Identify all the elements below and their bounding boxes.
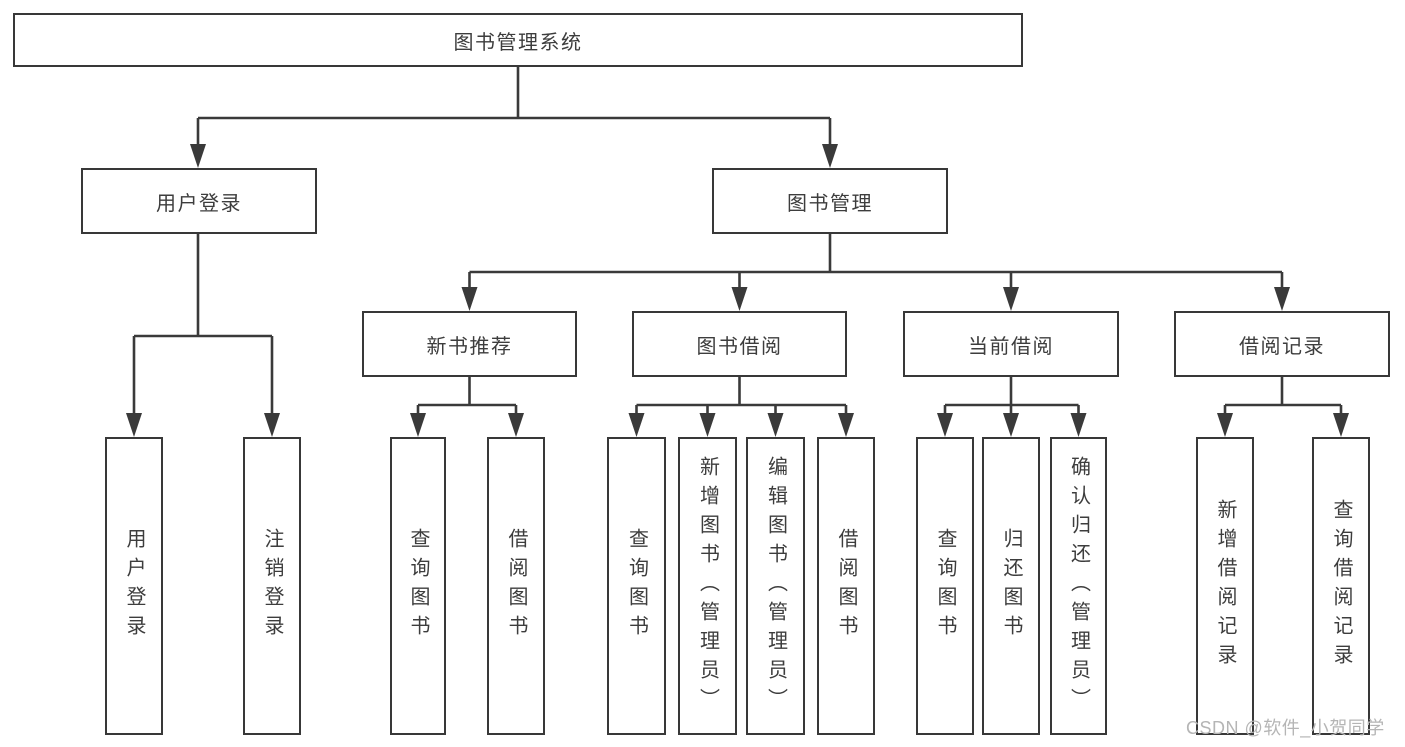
csdn-watermark: CSDN @软件_小贺同学 — [1186, 718, 1385, 738]
leaf-newbook-borrow-books: 借阅图书 — [487, 437, 545, 735]
leaf-borrow-query-books: 查询图书 — [607, 437, 666, 735]
arrow-down-icon — [1003, 287, 1019, 311]
arrow-down-icon — [838, 413, 854, 437]
arrow-down-icon — [508, 413, 524, 437]
arrow-down-icon — [699, 413, 716, 437]
arrow-down-icon — [264, 413, 280, 437]
leaf-newbook-query-books: 查询图书 — [390, 437, 446, 735]
arrow-down-icon — [410, 413, 426, 437]
arrow-down-icon — [461, 287, 478, 311]
arrow-down-icon — [767, 413, 784, 437]
leaf-borrow-edit-books-admin: 编辑图书（管理员） — [746, 437, 805, 735]
leaf-current-confirm-return-admin: 确认归还（管理员） — [1050, 437, 1107, 735]
connector-currentborrow-to-leaves — [937, 377, 1087, 437]
arrow-down-icon — [731, 287, 748, 311]
connector-root-to-level2 — [190, 67, 838, 168]
arrow-down-icon — [190, 144, 206, 168]
connector-bookborrow-to-leaves — [628, 377, 854, 437]
leaf-borrow-add-books-admin: 新增图书（管理员） — [678, 437, 737, 735]
node-root: 图书管理系统 — [13, 13, 1023, 67]
connector-bookmgmt-to-level3 — [461, 234, 1290, 311]
connector-userlogin-to-leaves — [126, 234, 280, 437]
leaf-user-login: 用户登录 — [105, 437, 163, 735]
leaf-current-return-books: 归还图书 — [982, 437, 1040, 735]
node-new-book-recommend: 新书推荐 — [362, 311, 577, 377]
connector-newbook-to-leaves — [410, 377, 524, 437]
arrow-down-icon — [822, 144, 838, 168]
node-book-borrow: 图书借阅 — [632, 311, 847, 377]
node-book-management: 图书管理 — [712, 168, 948, 234]
arrow-down-icon — [1217, 413, 1233, 437]
node-current-borrow: 当前借阅 — [903, 311, 1119, 377]
leaf-logout: 注销登录 — [243, 437, 301, 735]
arrow-down-icon — [1003, 413, 1019, 437]
leaf-current-query-books: 查询图书 — [916, 437, 974, 735]
arrow-down-icon — [1333, 413, 1349, 437]
leaf-records-query-record: 查询借阅记录 — [1312, 437, 1370, 735]
node-user-login: 用户登录 — [81, 168, 317, 234]
arrow-down-icon — [628, 413, 645, 437]
leaf-records-add-record: 新增借阅记录 — [1196, 437, 1254, 735]
arrow-down-icon — [937, 413, 953, 437]
arrow-down-icon — [1070, 413, 1087, 437]
arrow-down-icon — [126, 413, 142, 437]
node-borrow-records: 借阅记录 — [1174, 311, 1390, 377]
arrow-down-icon — [1274, 287, 1290, 311]
leaf-borrow-borrow-books: 借阅图书 — [817, 437, 875, 735]
connector-borrowrecord-to-leaves — [1217, 377, 1349, 437]
